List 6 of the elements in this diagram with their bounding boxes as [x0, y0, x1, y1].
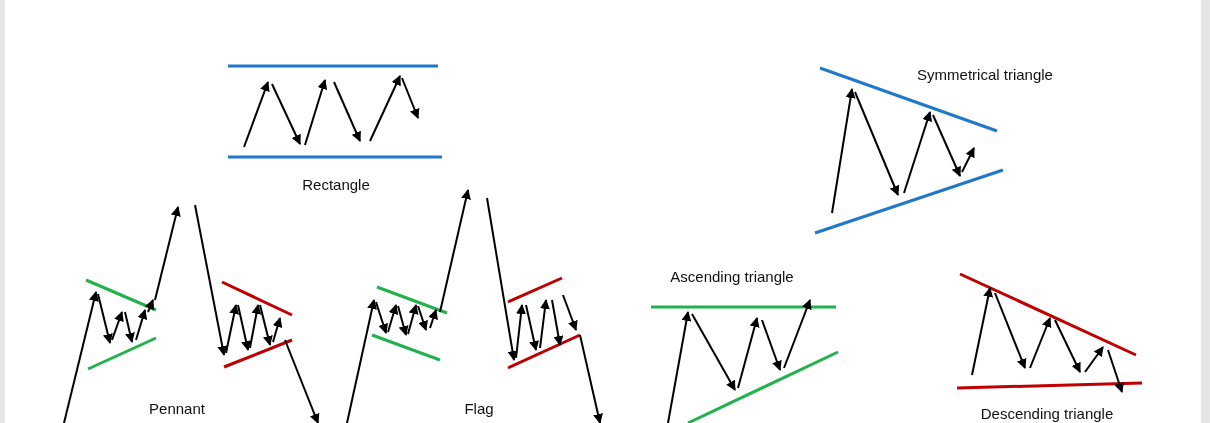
pattern-name: Descending triangle	[980, 405, 1114, 422]
pattern-name: Flag	[464, 400, 494, 417]
pattern-name: Pennant	[149, 400, 205, 417]
pattern-name: Symmetrical triangle	[917, 66, 1053, 83]
pattern-name: Ascending triangle	[670, 268, 794, 285]
pattern-name: Rectangle	[302, 176, 370, 193]
